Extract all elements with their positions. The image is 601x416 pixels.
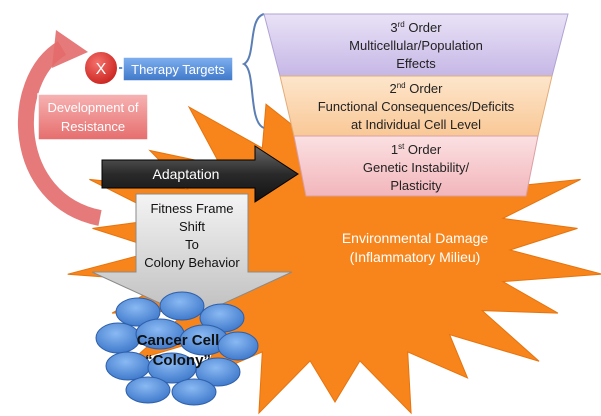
resistance-curved-arrow: [18, 41, 102, 226]
x-mark: X: [96, 61, 107, 78]
fitness-shift-line3: To: [185, 237, 199, 252]
colony-line1: Cancer Cell: [137, 332, 220, 349]
cell: [125, 376, 171, 404]
third-order-line1: Multicellular/Population: [349, 38, 483, 53]
fitness-shift-line1: Fitness Frame: [150, 201, 233, 216]
x-block-icon: [83, 50, 119, 86]
cell: [95, 322, 141, 354]
fitness-shift-line2: Shift: [179, 219, 205, 234]
resistance-arrow-head: [52, 30, 88, 68]
fitness-shift-arrow: [91, 193, 293, 319]
first-order-band: [293, 135, 539, 197]
resistance-box: [37, 93, 149, 141]
cell: [115, 297, 161, 327]
second-order-line2: at Individual Cell Level: [351, 117, 481, 132]
first-order-line2: Plasticity: [390, 178, 442, 193]
environment-line1: Environmental Damage: [342, 230, 489, 246]
adaptation-label: Adaptation: [153, 166, 220, 182]
first-order-heading: 1st Order: [391, 142, 442, 157]
resistance-line2: Resistance: [61, 119, 125, 134]
cell: [105, 351, 151, 381]
cancer-cell-colony: [95, 291, 259, 406]
therapy-targets-box: [122, 56, 234, 82]
colony-line2: “Colony”: [145, 352, 211, 369]
second-order-line1: Functional Consequences/Deficits: [318, 99, 515, 114]
environment-line2: (Inflammatory Milieu): [350, 249, 481, 265]
therapy-targets-label: Therapy Targets: [131, 62, 225, 77]
fitness-shift-line4: Colony Behavior: [144, 255, 240, 270]
cell: [217, 331, 259, 361]
brace-icon: [241, 13, 265, 129]
cell: [147, 352, 197, 384]
cell: [159, 291, 205, 321]
cell: [171, 378, 217, 406]
first-order-line1: Genetic Instability/: [363, 160, 470, 175]
third-order-line2: Effects: [396, 56, 436, 71]
cell: [195, 357, 241, 387]
adaptation-arrow: [101, 145, 299, 203]
second-order-heading: 2nd Order: [390, 81, 444, 96]
third-order-heading: 3rd Order: [390, 20, 442, 35]
resistance-line1: Development of: [47, 100, 138, 115]
